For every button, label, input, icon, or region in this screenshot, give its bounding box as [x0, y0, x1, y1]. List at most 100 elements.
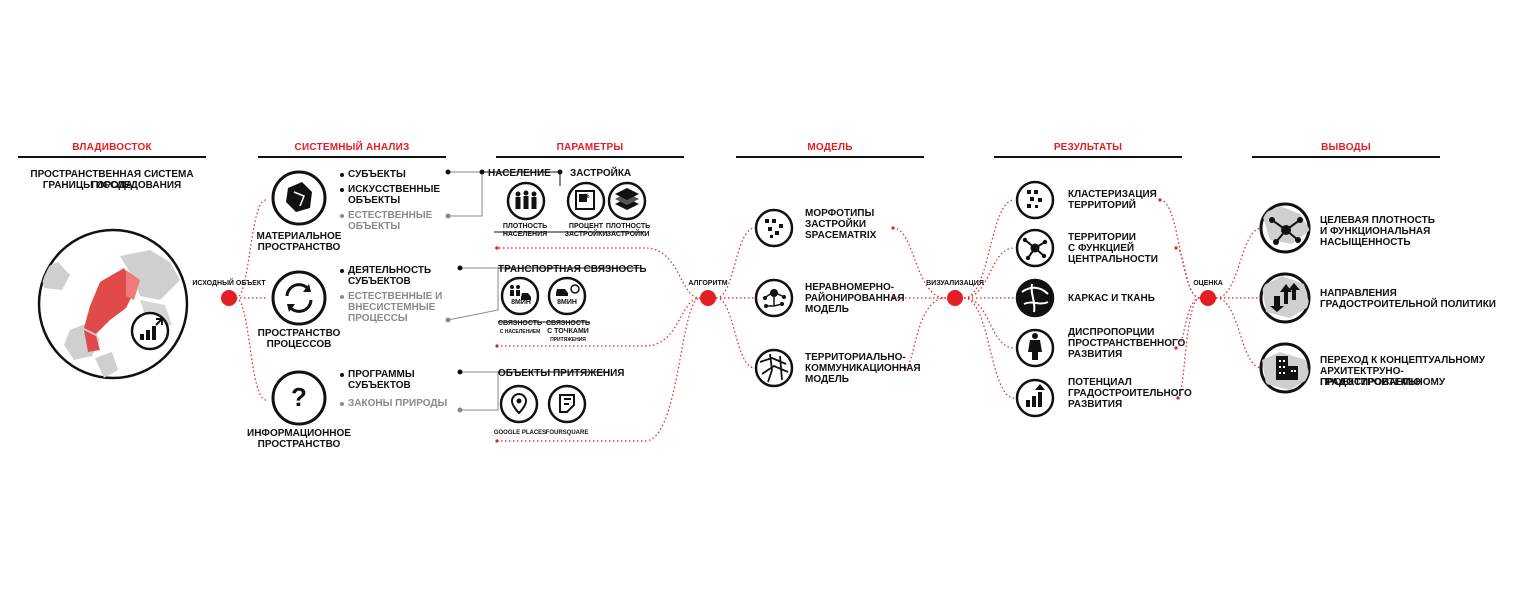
- laws-of-nature-item: ЗАКОНЫ ПРИРОДЫ: [348, 398, 448, 409]
- cluster-grid-icon: [1027, 190, 1042, 208]
- centrality-label-1: ТЕРРИТОРИИ: [1068, 232, 1136, 243]
- algorithm-label: АЛГОРИТМ: [688, 280, 728, 287]
- study-boundary-label: ГРАНИЦЫ ИССЛЕДОВАНИЯ: [42, 180, 182, 191]
- process-space-label-2: ПРОЦЕССОВ: [266, 339, 332, 350]
- artificial-objects-item-1: ИСКУССТВЕННЫЕ: [348, 184, 441, 195]
- disproportion-label-1: ДИСПРОПОРЦИИ: [1068, 327, 1155, 338]
- pixel-grid-icon: [765, 219, 783, 238]
- build-density-label-1: ПЛОТНОСТЬ: [605, 223, 651, 230]
- growth-potential-icon: [1026, 384, 1045, 407]
- disproportion-label-3: РАЗВИТИЯ: [1068, 349, 1123, 360]
- header-vladivostok: ВЛАДИВОСТОК: [72, 142, 152, 153]
- natural-objects-item-2: ОБЪЕКТЫ: [348, 221, 401, 232]
- google-places-label: GOOGLE PLACES: [493, 430, 547, 436]
- bullet: [340, 214, 344, 218]
- foursquare-icon: [559, 394, 575, 413]
- attraction-objects-label: ОБЪЕКТЫ ПРИТЯЖЕНИЯ: [498, 368, 625, 379]
- map-pin-icon: [510, 392, 528, 415]
- conn-pts-label-1: СВЯЗНОСТЬ: [545, 320, 591, 327]
- header-model: МОДЕЛЬ: [807, 142, 853, 153]
- build-density-label-2: ЗАСТРОЙКИ: [606, 231, 650, 238]
- natural-processes-item-3: ПРОЦЕССЫ: [348, 313, 408, 324]
- material-space-label-1: МАТЕРИАЛЬНОЕ: [256, 231, 342, 242]
- clustering-label-1: КЛАСТЕРИЗАЦИЯ: [1068, 189, 1157, 200]
- bullet: [340, 269, 344, 273]
- info-space-label-1: ИНФОРМАЦИОННОЕ: [247, 428, 351, 439]
- bullet: [340, 402, 344, 406]
- uneven-model-label-2: РАЙОНИРОВАННАЯ: [805, 293, 905, 304]
- bullet: [340, 173, 344, 177]
- subjects-item: СУБЪЕКТЫ: [348, 169, 406, 180]
- question-icon: ?: [291, 382, 307, 412]
- conceptual-design-label-3: ПРОЕКТИРОВАНИЮ: [1320, 377, 1421, 388]
- people-car-icon: [510, 285, 531, 300]
- policy-directions-label-2: ГРАДОСТРОИТЕЛЬНОЙ ПОЛИТИКИ: [1320, 299, 1496, 310]
- natural-processes-item-1: ЕСТЕСТВЕННЫЕ И: [348, 291, 443, 302]
- frame-fabric-label: КАРКАС И ТКАНЬ: [1068, 293, 1155, 304]
- info-space-label-2: ПРОСТРАНСТВО: [257, 439, 341, 450]
- header-system-analysis: СИСТЕМНЫЙ АНАЛИЗ: [294, 142, 410, 153]
- disproportion-label-2: ПРОСТРАНСТВЕННОГО: [1068, 338, 1186, 349]
- uneven-model-label-3: МОДЕЛЬ: [805, 304, 849, 315]
- street-network-icon: [759, 353, 789, 383]
- minutes-badge-2: 8МИН: [557, 299, 577, 306]
- header-parameters: ПАРАМЕТРЫ: [556, 142, 624, 153]
- natural-objects-item-1: ЕСТЕСТВЕННЫЕ: [348, 210, 433, 221]
- target-density-icon: [1269, 217, 1303, 245]
- minutes-badge-1: 8МИН: [511, 299, 531, 306]
- bullet: [340, 295, 344, 299]
- territorial-model-label-2: КОММУНИКАЦИОННАЯ: [805, 363, 921, 374]
- material-space-label-2: ПРОСТРАНСТВО: [257, 242, 341, 253]
- disproportion-figure-icon: [1028, 333, 1042, 360]
- people-icon: [515, 190, 537, 209]
- header-rule: [18, 156, 206, 158]
- network-nodes-icon: [763, 289, 786, 308]
- header-conclusions: ВЫВОДЫ: [1321, 142, 1371, 153]
- potential-label-1: ПОТЕНЦИАЛ: [1068, 377, 1132, 388]
- target-density-label-2: И ФУНКЦИОНАЛЬНАЯ НАСЫЩЕННОСТЬ: [1320, 226, 1431, 248]
- conceptual-design-label-2: АРХИТЕКТРУНО-ГРАДОСТРОИТЕЛЬНОМУ: [1320, 366, 1446, 388]
- build-pct-label-1: ПРОЦЕНТ: [568, 223, 604, 230]
- bullet: [340, 373, 344, 377]
- bullet: [340, 188, 344, 192]
- header-rule: [994, 156, 1182, 158]
- conn-pts-label-2: С ТОЧКАМИ: [547, 328, 589, 335]
- uneven-model-label-1: НЕРАВНОМЕРНО-: [805, 282, 895, 293]
- header-rule: [258, 156, 446, 158]
- centrality-label-2: С ФУНКЦИЕЙ: [1068, 243, 1135, 254]
- site-coverage-icon: [575, 190, 595, 210]
- stacked-floors-icon: [615, 188, 639, 210]
- transport-connectivity-label: ТРАНСПОРТНАЯ СВЯЗНОСТЬ: [498, 264, 647, 275]
- subject-activity-item-2: СУБЪЕКТОВ: [348, 276, 411, 287]
- subject-activity-item-1: ДЕЯТЕЛЬНОСТЬ: [348, 265, 432, 276]
- potential-label-2: ГРАДОСТРОИТЕЛЬНОГО: [1068, 388, 1192, 399]
- visualization-label: ВИЗУАЛИЗАЦИЯ: [926, 280, 984, 287]
- conceptual-design-label-1: ПЕРЕХОД К КОНЦЕПТУАЛЬНОМУ: [1320, 355, 1485, 366]
- morphotypes-label-3: SPACEMATRIX: [805, 230, 877, 241]
- territorial-model-label-1: ТЕРРИТОРИАЛЬНО-: [805, 352, 906, 363]
- conn-pop-label-1: СВЯЗНОСТЬ: [497, 320, 543, 327]
- policy-directions-label-1: НАПРАВЛЕНИЯ: [1320, 288, 1397, 299]
- target-density-label-1: ЦЕЛЕВАЯ ПЛОТНОСТЬ: [1320, 215, 1435, 226]
- morphotypes-label-1: МОРФОТИПЫ: [805, 208, 875, 219]
- centrality-label-3: ЦЕНТРАЛЬНОСТИ: [1068, 254, 1158, 265]
- header-rule: [736, 156, 924, 158]
- build-pct-label-2: ЗАСТРОЙКИ: [564, 231, 608, 238]
- population-label: НАСЕЛЕНИЕ: [488, 168, 551, 179]
- conn-pop-label-2: С НАСЕЛЕНИЕМ: [499, 329, 541, 335]
- source-object-label: ИСХОДНЫЙ ОБЪЕКТ: [192, 280, 266, 287]
- car-pin-icon: [556, 284, 580, 296]
- rock-icon: [286, 182, 312, 212]
- policy-direction-icon: [1270, 283, 1300, 312]
- pop-density-label-2: НАСЕЛЕНИЯ: [502, 231, 548, 238]
- potential-label-3: РАЗВИТИЯ: [1068, 399, 1123, 410]
- buildup-label: ЗАСТРОЙКА: [570, 168, 632, 179]
- artificial-objects-item-2: ОБЪЕКТЫ: [348, 195, 401, 206]
- natural-processes-item-2: ВНЕСИСТЕМНЫЕ: [348, 302, 436, 313]
